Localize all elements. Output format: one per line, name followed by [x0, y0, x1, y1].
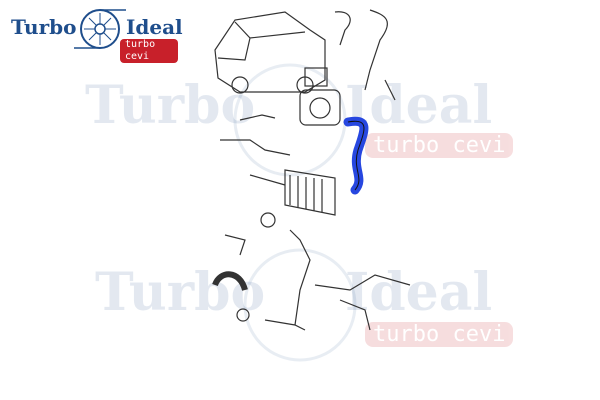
turbo-ideal-logo: Turbo Ideal turbo cevi: [8, 5, 183, 63]
intercooler: [284, 169, 336, 216]
watermark-badge-text: turbo cevi: [373, 133, 506, 158]
logo-word-turbo: Turbo: [11, 15, 77, 39]
watermark-turbine-icon: [233, 63, 357, 362]
watermark-badge-2: turbo cevi: [365, 322, 514, 347]
logo-word-ideal: Ideal: [126, 15, 183, 39]
turbine-icon: [74, 9, 126, 49]
watermark-ideal-2: Ideal: [345, 262, 493, 323]
car-illustration: [214, 11, 326, 94]
watermark-turbo-1: Turbo: [85, 75, 256, 136]
upper-pipes: [334, 9, 396, 101]
watermark-badge-text: turbo cevi: [373, 322, 506, 347]
left-pipes: [220, 114, 291, 186]
lower-pipes: [212, 212, 411, 331]
logo-badge: turbo cevi: [120, 39, 178, 63]
watermark-ideal-1: Ideal: [345, 75, 493, 136]
watermark-badge-1: turbo cevi: [365, 133, 514, 158]
throttle-body: [299, 67, 341, 126]
highlighted-hose: [343, 116, 369, 195]
